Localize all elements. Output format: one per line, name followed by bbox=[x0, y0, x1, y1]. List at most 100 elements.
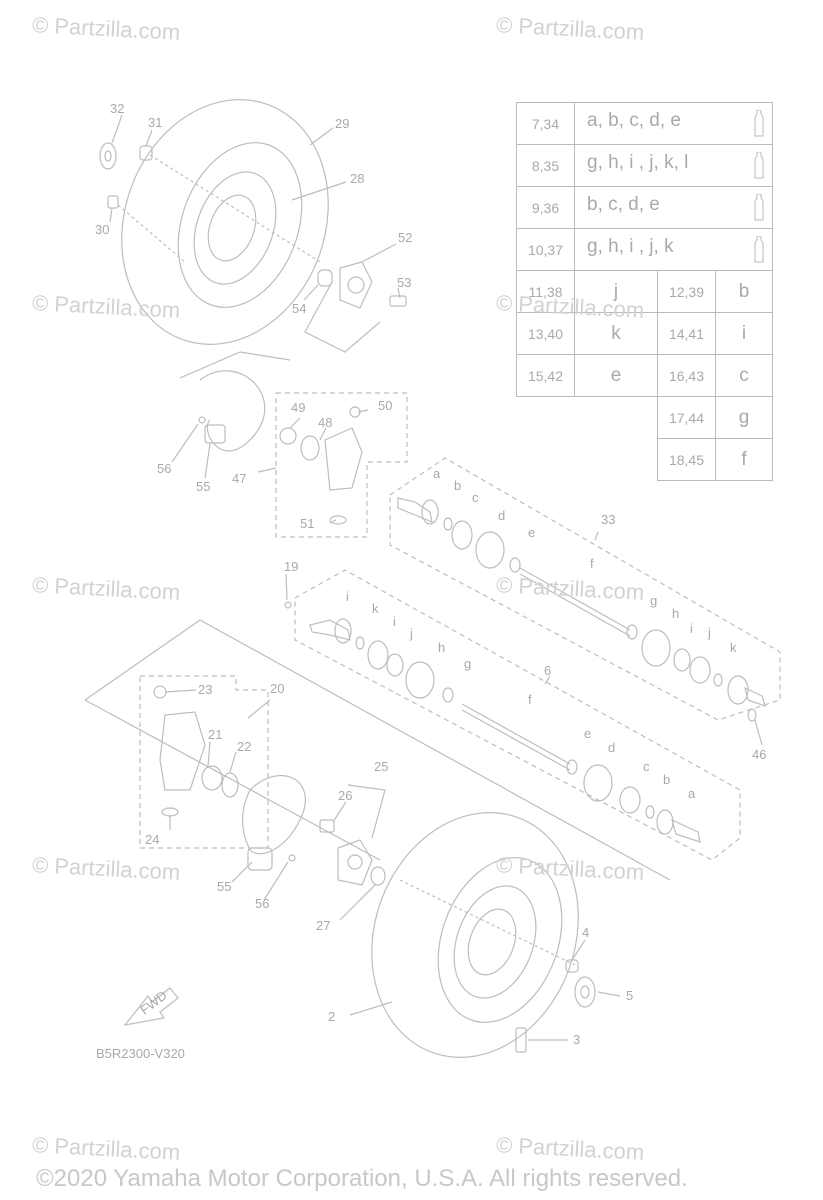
legend-ref: 13,40 bbox=[516, 312, 575, 355]
driveshaft-lower bbox=[284, 601, 701, 843]
knuckle-box-upper bbox=[275, 392, 408, 538]
letter-lower-c: c bbox=[643, 759, 650, 774]
driveshaft-box-upper bbox=[389, 457, 781, 721]
callout-46: 46 bbox=[752, 747, 766, 762]
letter-lower-b: b bbox=[663, 772, 670, 787]
callout-6: 6 bbox=[544, 663, 551, 678]
legend-val: b bbox=[715, 270, 773, 313]
legend-letters: b, c, d, e bbox=[574, 186, 773, 229]
callout-21: 21 bbox=[208, 727, 222, 742]
diagram-code: B5R2300-V320 bbox=[96, 1046, 185, 1061]
legend-ref: 15,42 bbox=[516, 354, 575, 397]
legend-ref: 12,39 bbox=[657, 270, 716, 313]
callout-23: 23 bbox=[198, 682, 212, 697]
bolt-30 bbox=[107, 195, 119, 209]
grease-tube-icon bbox=[754, 235, 764, 262]
legend-ref: 17,44 bbox=[657, 396, 716, 439]
legend-ref: 14,41 bbox=[657, 312, 716, 355]
grease-tube-icon bbox=[754, 151, 764, 178]
legend-ref: 16,43 bbox=[657, 354, 716, 397]
legend-val: i bbox=[715, 312, 773, 355]
legend-ref: 10,37 bbox=[516, 228, 575, 271]
letter-lower-e: e bbox=[584, 726, 591, 741]
callout-32: 32 bbox=[110, 101, 124, 116]
letter-lower-g: g bbox=[464, 656, 471, 671]
callout-28: 28 bbox=[350, 171, 364, 186]
legend-val: g bbox=[715, 396, 773, 439]
legend-row: 11,38 j 12,39 b bbox=[516, 270, 773, 313]
driveshaft-box-lower bbox=[294, 569, 741, 861]
callout-19: 19 bbox=[284, 559, 298, 574]
legend-letters: a, b, c, d, e bbox=[574, 102, 773, 145]
legend-row: 17,44 g bbox=[517, 396, 773, 439]
legend-val: f bbox=[715, 438, 773, 481]
brake-disc-lower bbox=[241, 774, 306, 855]
legend-row: 13,40 k 14,41 i bbox=[516, 312, 773, 355]
legend-ref: 8,35 bbox=[516, 144, 575, 187]
callout-4: 4 bbox=[582, 925, 589, 940]
legend-row: 15,42 e 16,43 c bbox=[516, 354, 773, 397]
letter-lower-a: a bbox=[688, 786, 696, 801]
letter-upper-d: d bbox=[498, 508, 505, 523]
legend-ref: 18,45 bbox=[657, 438, 716, 481]
letter-lower-i2: i bbox=[393, 614, 396, 629]
lubrication-legend-table: 7,34 a, b, c, d, e 8,35 g, h, i , j, k, … bbox=[516, 102, 773, 481]
driveshaft-upper bbox=[397, 497, 766, 707]
callout-52: 52 bbox=[398, 230, 412, 245]
grease-tube-icon bbox=[754, 109, 764, 136]
legend-val: j bbox=[574, 270, 658, 313]
callout-47: 47 bbox=[232, 471, 246, 486]
rear-tire bbox=[121, 99, 329, 345]
letter-lower-d: d bbox=[608, 740, 615, 755]
grease-tube-icon bbox=[754, 193, 764, 220]
legend-letters: g, h, i , j, k bbox=[574, 228, 773, 271]
callout-3: 3 bbox=[573, 1032, 580, 1047]
hub-32 bbox=[99, 142, 117, 170]
knuckle-box-lower bbox=[139, 675, 269, 849]
callout-55-lower: 55 bbox=[217, 879, 231, 894]
letter-upper-i: i bbox=[690, 621, 693, 636]
front-tire bbox=[371, 812, 579, 1058]
fwd-arrow-icon bbox=[123, 987, 179, 1026]
legend-row: 8,35 g, h, i , j, k, l bbox=[516, 144, 773, 187]
callout-24: 24 bbox=[145, 832, 159, 847]
letter-upper-k: k bbox=[730, 640, 737, 655]
callout-48: 48 bbox=[318, 415, 332, 430]
copyright-notice: ©2020 Yamaha Motor Corporation, U.S.A. A… bbox=[36, 1165, 688, 1192]
legend-row: 7,34 a, b, c, d, e bbox=[516, 102, 773, 145]
letter-lower-j: j bbox=[409, 626, 413, 641]
legend-ref: 9,36 bbox=[516, 186, 575, 229]
letter-lower-k: k bbox=[372, 601, 379, 616]
legend-ref: 7,34 bbox=[516, 102, 575, 145]
legend-row: 10,37 g, h, i , j, k bbox=[516, 228, 773, 271]
callout-30: 30 bbox=[95, 222, 109, 237]
callout-26: 26 bbox=[338, 788, 352, 803]
callout-56-lower: 56 bbox=[255, 896, 269, 911]
callout-29: 29 bbox=[335, 116, 349, 131]
hub-52 bbox=[317, 261, 407, 309]
callout-22: 22 bbox=[237, 739, 251, 754]
letter-upper-g: g bbox=[650, 593, 657, 608]
callout-25: 25 bbox=[374, 759, 388, 774]
callout-27: 27 bbox=[316, 918, 330, 933]
legend-val: c bbox=[715, 354, 773, 397]
callout-2: 2 bbox=[328, 1009, 335, 1024]
callout-56-upper: 56 bbox=[157, 461, 171, 476]
callout-51: 51 bbox=[300, 516, 314, 531]
legend-val: e bbox=[574, 354, 658, 397]
callout-20: 20 bbox=[270, 681, 284, 696]
legend-letters: g, h, i , j, k, l bbox=[574, 144, 773, 187]
legend-row: 9,36 b, c, d, e bbox=[516, 186, 773, 229]
callout-54: 54 bbox=[292, 301, 306, 316]
brake-disc-upper bbox=[199, 370, 266, 452]
letter-upper-c: c bbox=[472, 490, 479, 505]
letter-upper-e: e bbox=[528, 525, 535, 540]
callout-50: 50 bbox=[378, 398, 392, 413]
letter-upper-a: a bbox=[433, 466, 441, 481]
letter-upper-h: h bbox=[672, 606, 679, 621]
callout-5: 5 bbox=[626, 988, 633, 1003]
callout-49: 49 bbox=[291, 400, 305, 415]
letter-lower-f: f bbox=[528, 692, 532, 707]
letter-lower-i1: i bbox=[346, 589, 349, 604]
